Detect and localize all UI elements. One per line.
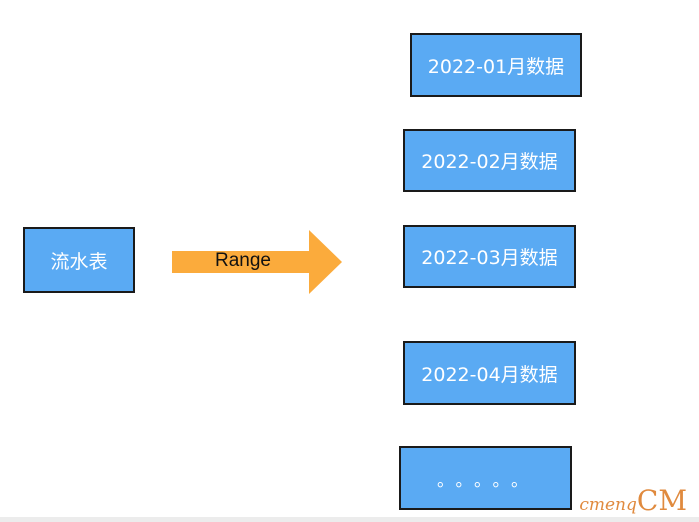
range-arrow-label: Range: [215, 250, 271, 271]
source-table-label: 流水表: [50, 250, 108, 273]
month-box-2022-02: 2022-02月数据: [403, 129, 576, 192]
month-box-label: 2022-01月数据: [427, 55, 565, 78]
month-box-label: 2022-02月数据: [421, 151, 558, 173]
bottom-divider: [0, 517, 699, 522]
month-box-ellipsis: 。。。。。: [437, 470, 538, 491]
watermark-suffix: CM: [636, 484, 687, 517]
watermark-prefix: cmenq: [579, 495, 637, 515]
month-box-2022-04: 2022-04月数据: [403, 341, 576, 405]
source-table-box: 流水表: [23, 227, 135, 293]
watermark-logo: cmenqCM: [579, 484, 687, 517]
range-arrow: [172, 230, 342, 294]
month-box-2022-01: 2022-01月数据: [410, 33, 582, 97]
month-box-label: 2022-04月数据: [421, 363, 558, 386]
month-box-2022-03: 2022-03月数据: [403, 225, 576, 288]
range-arrow-shape: [172, 230, 342, 294]
month-box-more: 。。。。。: [399, 446, 572, 510]
month-box-label: 2022-03月数据: [421, 247, 558, 269]
